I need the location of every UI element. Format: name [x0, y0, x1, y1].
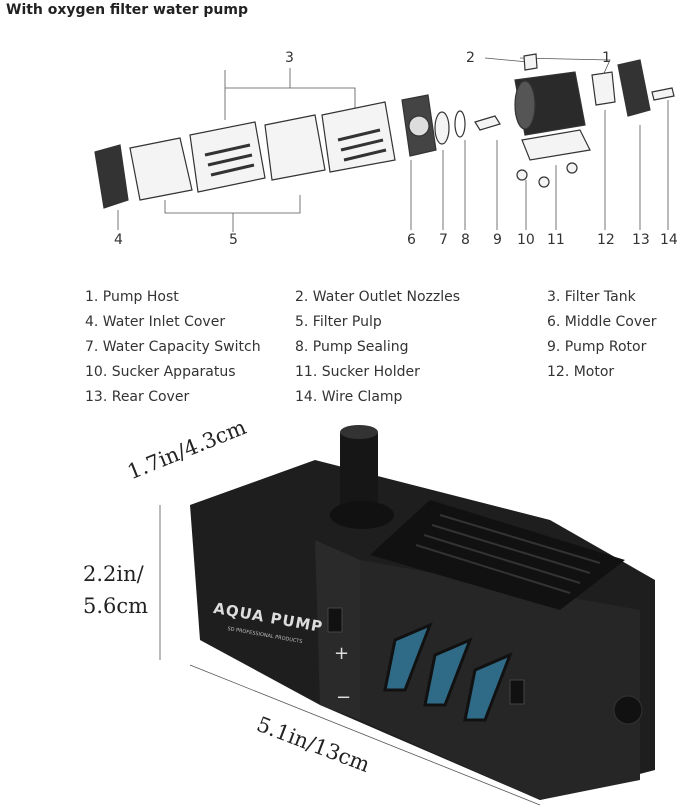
legend-item: 9. Pump Rotor [547, 339, 647, 355]
legend-item: 8. Pump Sealing [295, 339, 409, 355]
legend-item: 2. Water Outlet Nozzles [295, 289, 460, 305]
legend-item: 7. Water Capacity Switch [85, 339, 261, 355]
pump-photo [159, 425, 655, 806]
callout-2: 2 [466, 50, 475, 66]
callout-7: 7 [439, 232, 448, 248]
callout-8: 8 [461, 232, 470, 248]
length-line [189, 664, 541, 806]
callout-13: 13 [632, 232, 650, 248]
legend-item: 6. Middle Cover [547, 314, 657, 330]
legend-item: 11. Sucker Holder [295, 364, 420, 380]
callout-6: 6 [407, 232, 416, 248]
callout-5: 5 [229, 232, 238, 248]
legend-item: 1. Pump Host [85, 289, 179, 305]
legend-item: 5. Filter Pulp [295, 314, 382, 330]
exploded-diagram [94, 53, 675, 232]
flow-plus-label: + [334, 643, 350, 664]
product-title: With oxygen filter water pump [6, 2, 248, 18]
callout-10: 10 [517, 232, 535, 248]
legend-item: 13. Rear Cover [85, 389, 190, 405]
callout-11: 11 [547, 232, 565, 248]
callout-12: 12 [597, 232, 615, 248]
callout-14: 14 [660, 232, 678, 248]
legend-item: 10. Sucker Apparatus [85, 364, 236, 380]
callout-3: 3 [285, 50, 294, 66]
callout-1: 1 [602, 50, 611, 66]
height-dimension-line2: 5.6cm [83, 594, 149, 618]
flow-minus-label: − [336, 687, 352, 708]
legend-item: 12. Motor [547, 364, 615, 380]
legend-item: 4. Water Inlet Cover [85, 314, 226, 330]
callout-9: 9 [493, 232, 502, 248]
legend-item: 3. Filter Tank [547, 289, 636, 305]
legend-item: 14. Wire Clamp [295, 389, 403, 405]
height-dimension-line1: 2.2in/ [83, 562, 144, 586]
callout-4: 4 [114, 232, 123, 248]
